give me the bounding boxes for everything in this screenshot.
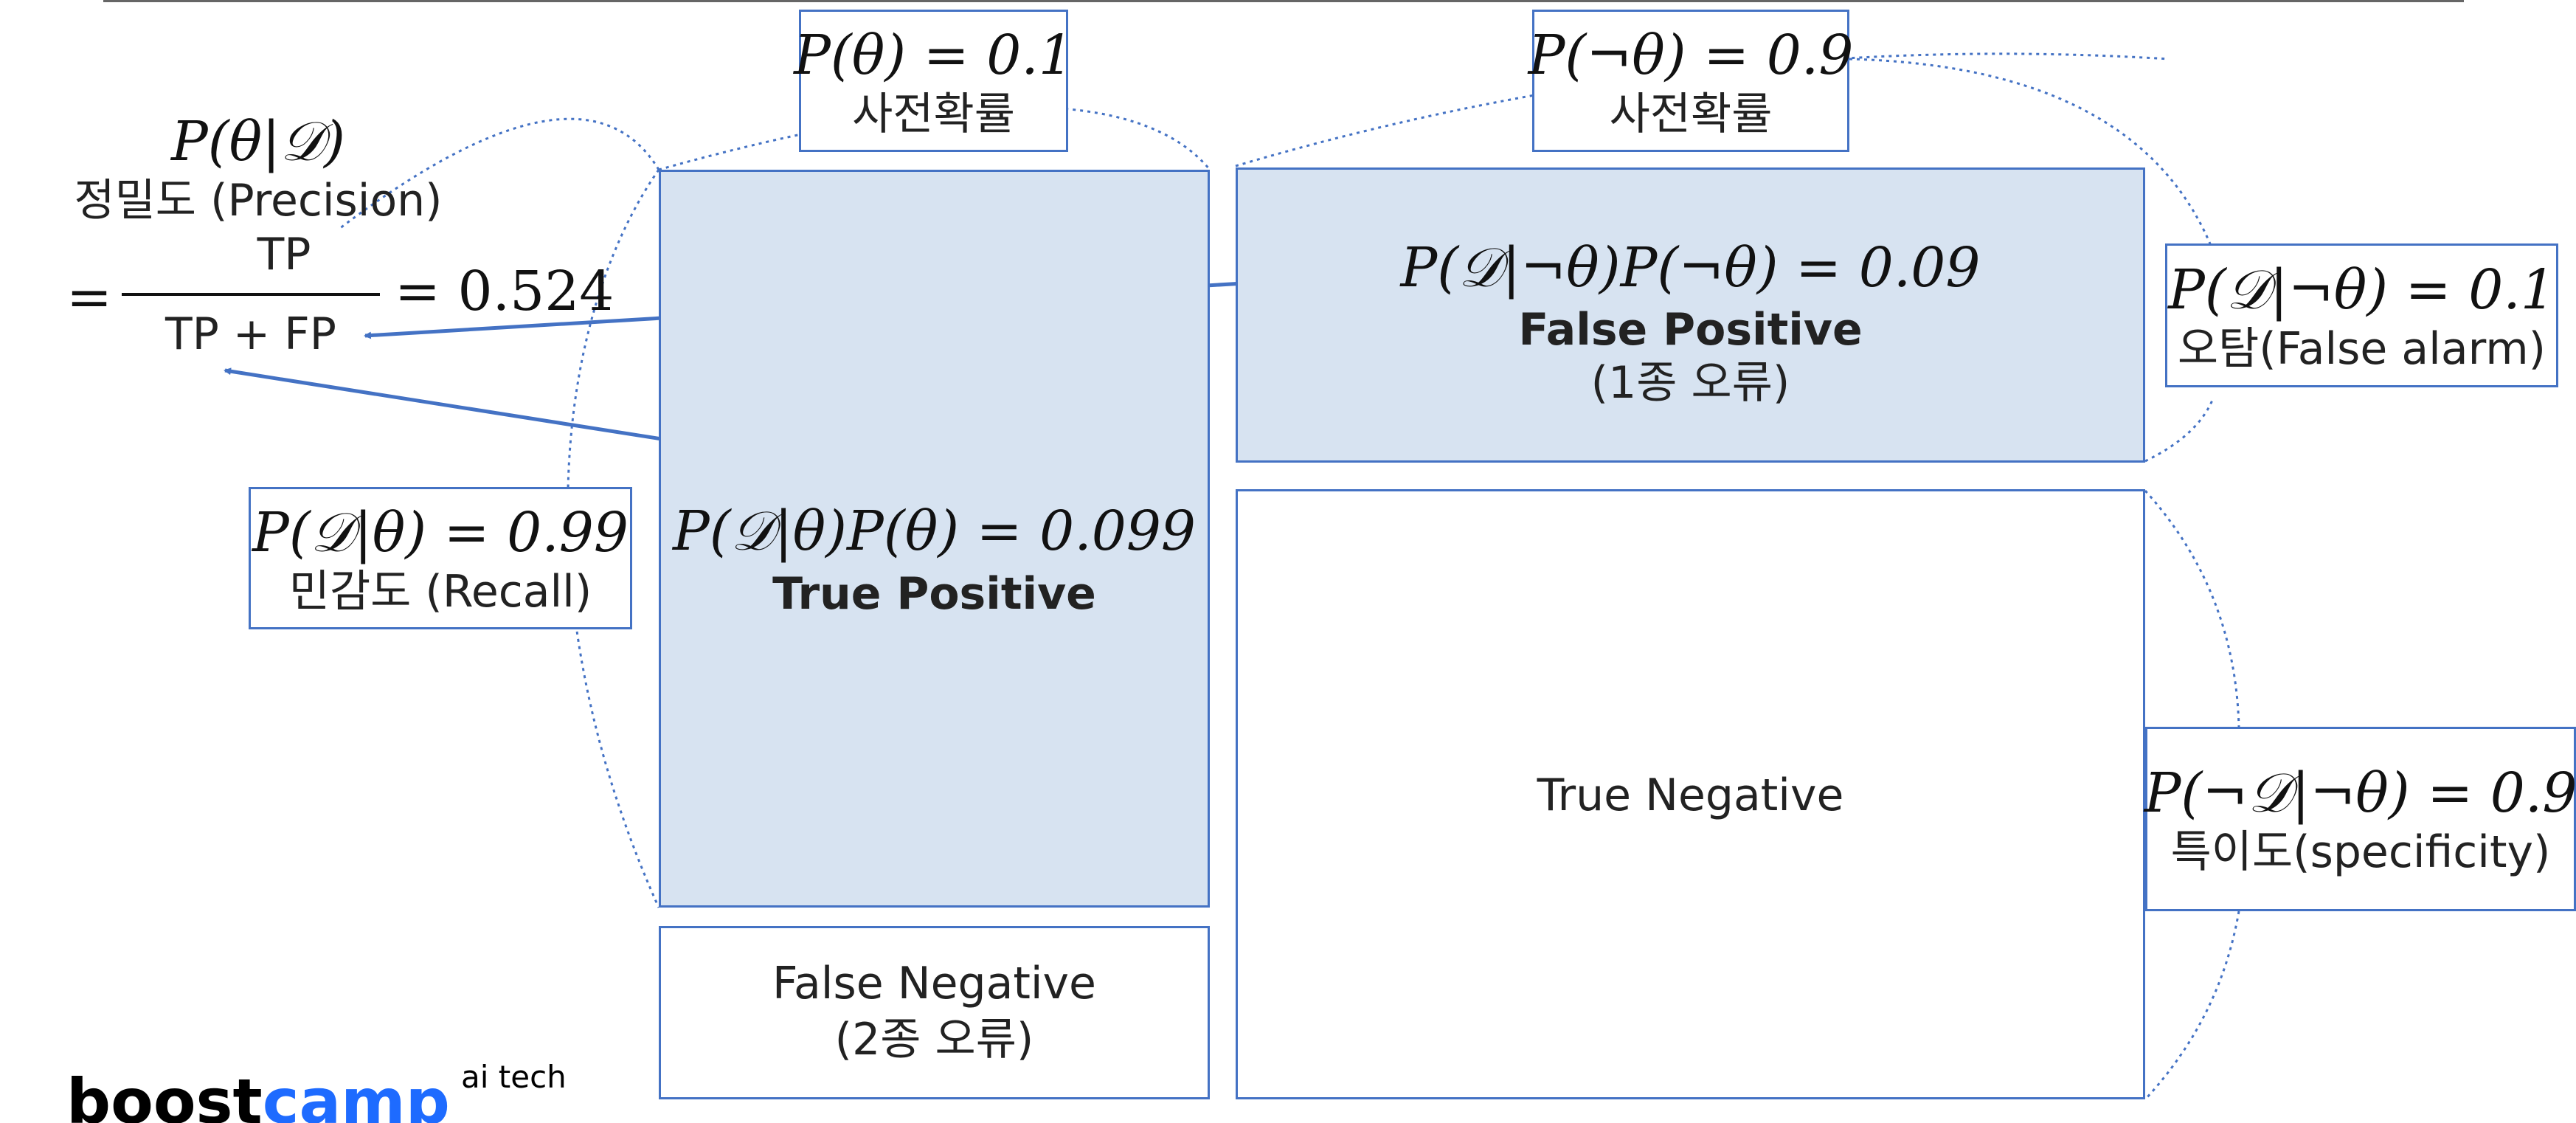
recall-formula: P(𝒟|θ) = 0.99	[252, 500, 629, 564]
true-positive-text: P(𝒟|θ)P(θ) = 0.099 True Positive	[659, 494, 1210, 620]
specificity-label: 특이도(specificity)	[2170, 826, 2551, 878]
left-ellipse-arc-left	[567, 169, 660, 908]
precision-equation: = TP TP + FP = 0.524	[66, 229, 614, 376]
false-negative-sublabel: (2종 오류)	[834, 1014, 1034, 1065]
specificity-box: P(¬𝒟|¬θ) = 0.9 특이도(specificity)	[2144, 727, 2576, 911]
precision-formula: P(θ|𝒟)	[170, 110, 346, 173]
right-ellipse-arc-right	[2144, 489, 2240, 728]
true-positive-box	[659, 170, 1210, 908]
specificity-formula: P(¬𝒟|¬θ) = 0.9	[2144, 761, 2576, 825]
prior-not-theta-formula: P(¬θ) = 0.9	[1528, 23, 1854, 87]
true-positive-formula: P(𝒟|θ)P(θ) = 0.099	[672, 500, 1197, 563]
false-negative-box	[659, 926, 1210, 1099]
precision-label: 정밀도 (Precision)	[74, 175, 443, 227]
recall-label: 민감도 (Recall)	[288, 565, 592, 618]
precision-fraction-bar	[122, 293, 380, 296]
prior-not-theta-label: 사전확률	[1609, 88, 1773, 140]
precision-eq-prefix: =	[66, 266, 113, 329]
false-alarm-formula: P(𝒟|¬θ) = 0.1	[2168, 258, 2555, 322]
top-rule	[103, 0, 2464, 2]
false-positive-formula: P(𝒟|¬θ)P(¬θ) = 0.09	[1400, 236, 1981, 300]
left-ellipse-arc-topleft	[658, 106, 1211, 171]
false-alarm-box: P(𝒟|¬θ) = 0.1 오탐(False alarm)	[2165, 243, 2558, 387]
boostcamp-logo: boostcamp ai tech	[66, 1061, 583, 1123]
recall-box: P(𝒟|θ) = 0.99 민감도 (Recall)	[249, 487, 632, 629]
prior-theta-formula: P(θ) = 0.1	[794, 23, 1073, 87]
true-negative-label: True Negative	[1537, 770, 1844, 821]
prior-theta-label: 사전확률	[852, 88, 1015, 140]
logo-text-blue: camp	[262, 1065, 450, 1123]
precision-denominator: TP + FP	[165, 308, 336, 360]
right-ellipse-arc-fp	[2144, 398, 2215, 463]
false-negative-text: False Negative (2종 오류)	[659, 956, 1210, 1068]
prior-not-theta-box: P(¬θ) = 0.9 사전확률	[1528, 10, 1853, 152]
false-positive-box	[1236, 167, 2145, 463]
false-positive-text: P(𝒟|¬θ)P(¬θ) = 0.09 False Positive (1종 오…	[1236, 232, 2145, 410]
left-ellipse-arc-top	[339, 117, 660, 230]
logo-text-dark: boost	[66, 1065, 263, 1123]
true-negative-box	[1236, 489, 2145, 1099]
false-positive-label: False Positive	[1518, 304, 1863, 356]
right-ellipse-arc-bottom	[2144, 911, 2240, 1101]
precision-numerator: TP	[257, 229, 311, 280]
false-negative-label: False Negative	[772, 958, 1096, 1009]
false-positive-sublabel: (1종 오류)	[1590, 357, 1790, 409]
precision-eq-value: = 0.524	[395, 260, 614, 323]
logo-superscript: ai tech	[461, 1061, 567, 1095]
true-positive-label: True Positive	[772, 568, 1096, 620]
prior-theta-box: P(θ) = 0.1 사전확률	[794, 10, 1073, 152]
true-negative-text: True Negative	[1236, 767, 2145, 823]
false-alarm-label: 오탐(False alarm)	[2177, 322, 2546, 375]
right-ellipse-arc-topright	[1849, 58, 2215, 252]
precision-block: P(θ|𝒟) 정밀도 (Precision)	[66, 109, 450, 227]
